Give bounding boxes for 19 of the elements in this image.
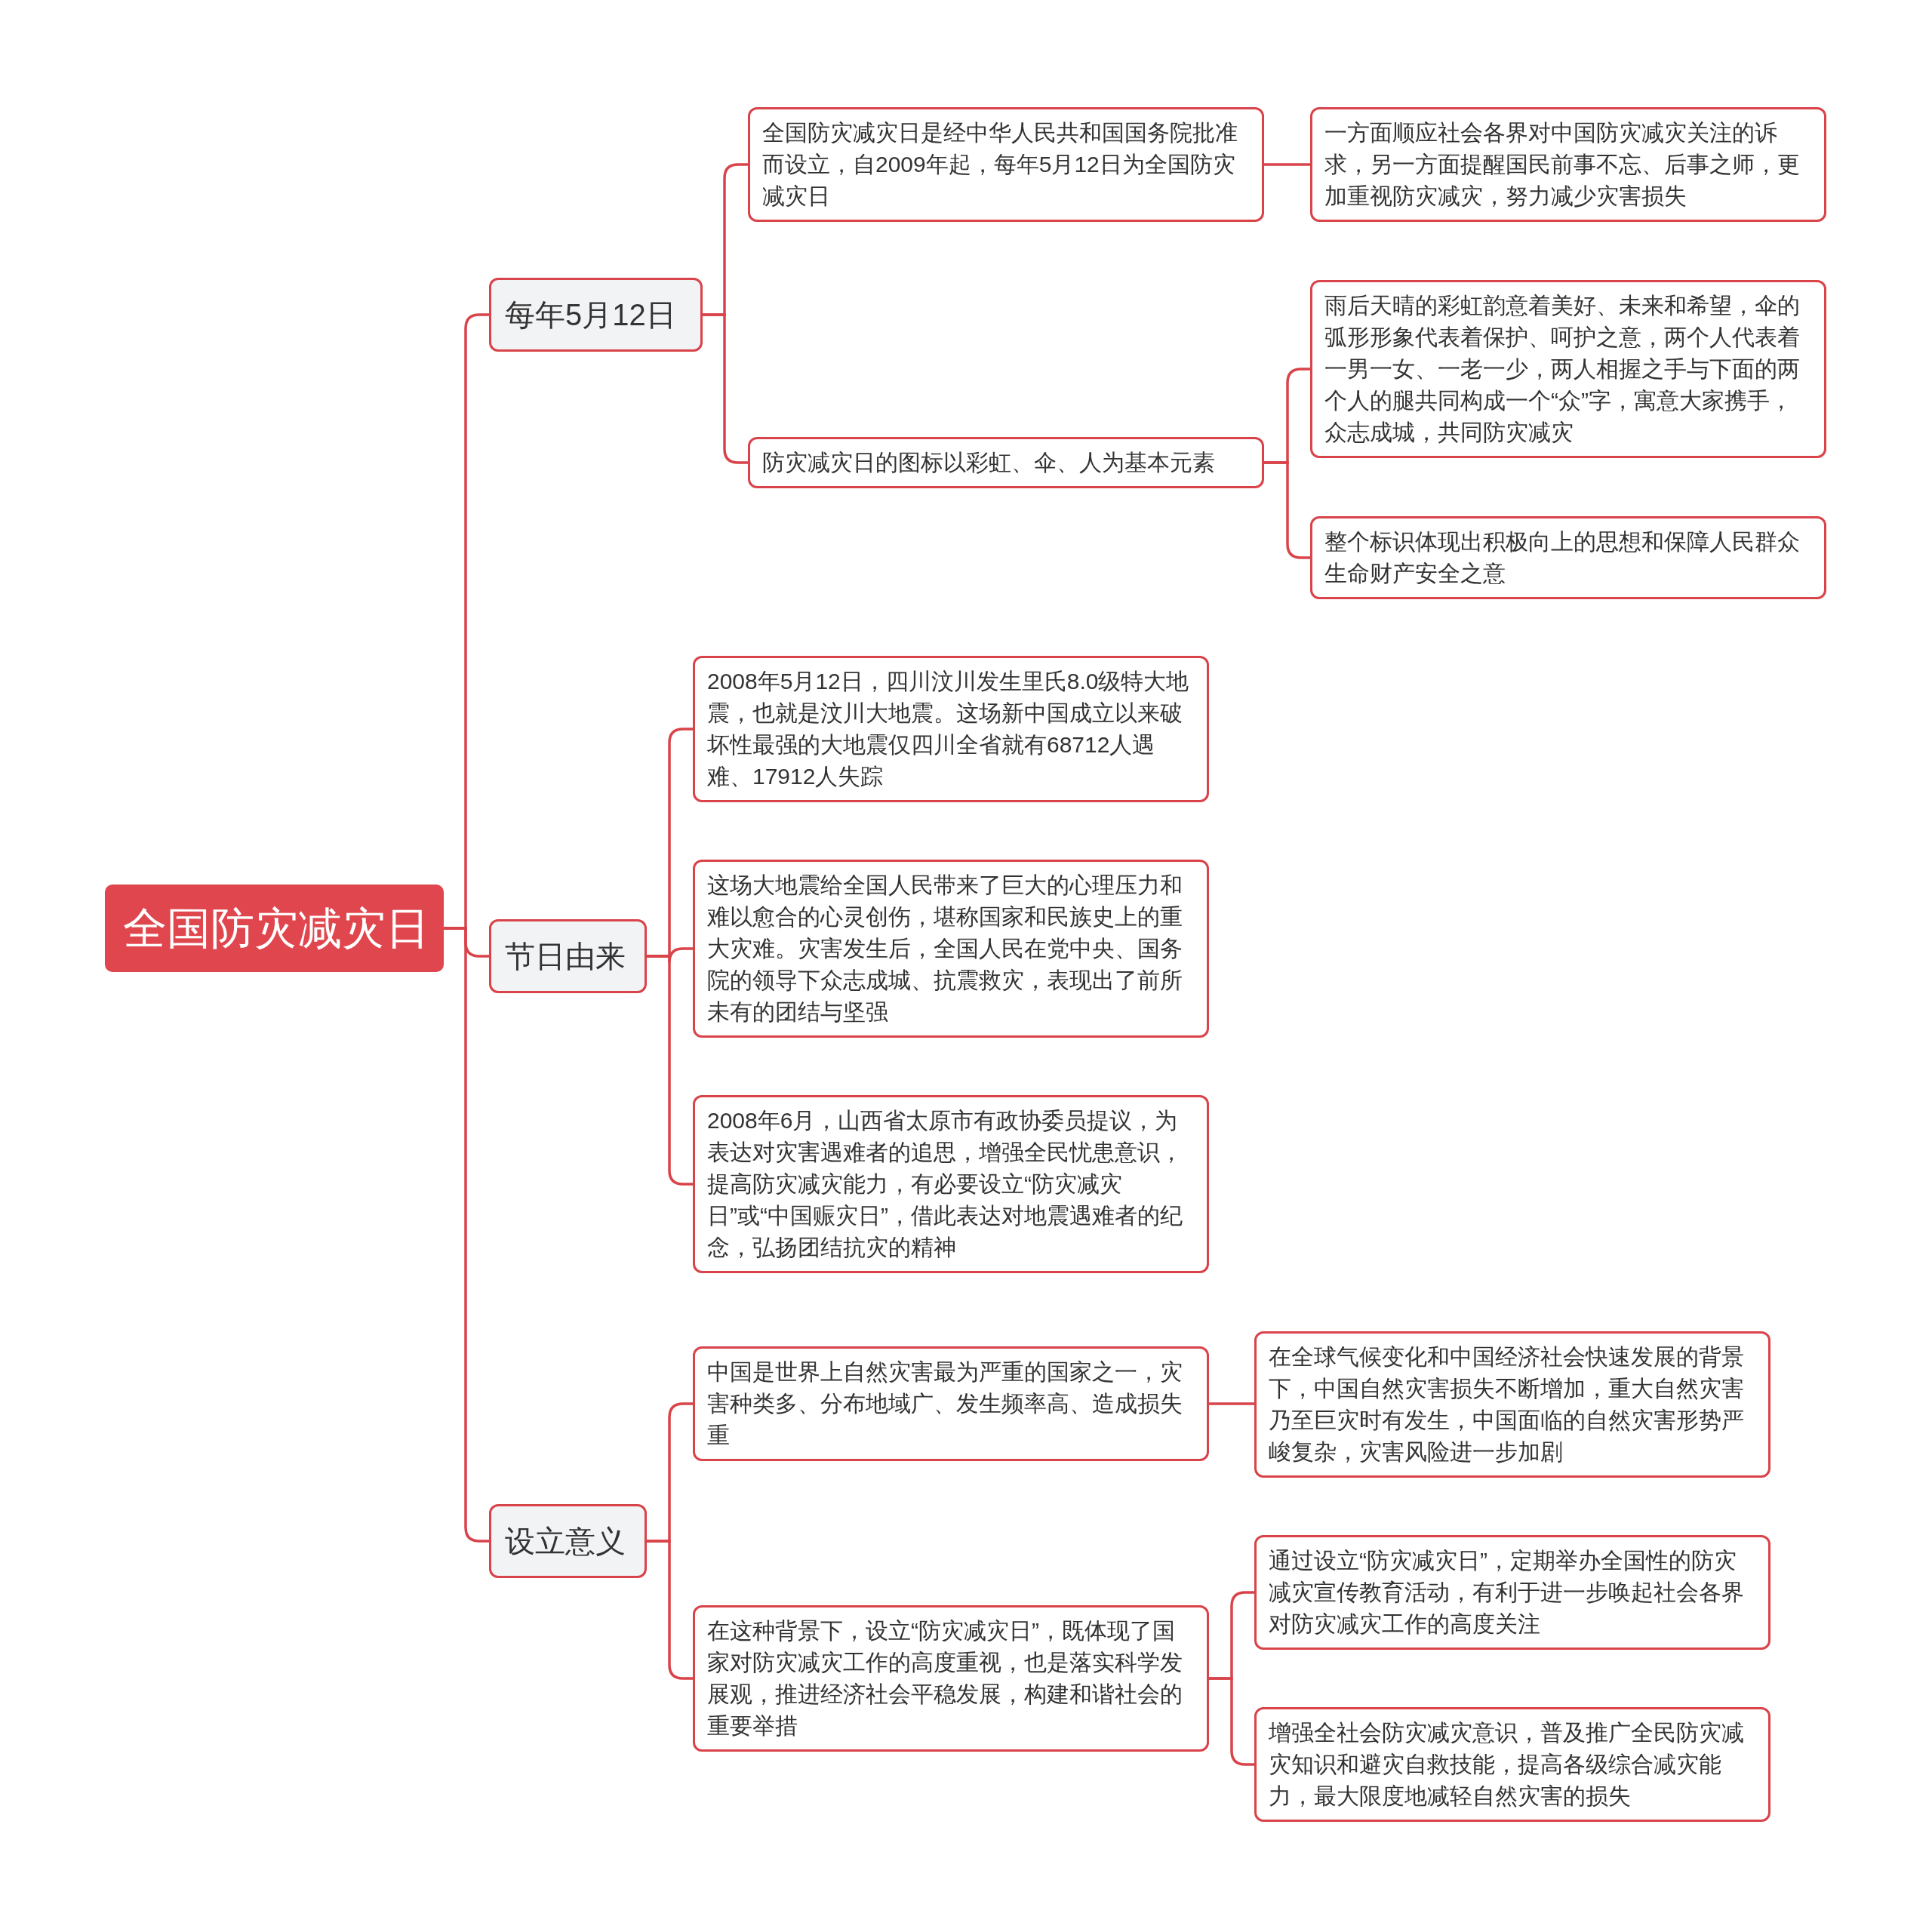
subtopic-box: 增强全社会防灾减灾意识，普及推广全民防灾减灾知识和避灾自救技能，提高各级综合减灾能力，最大限度地减轻自然灾害的损失: [1254, 1707, 1770, 1822]
subtopic-box: 整个标识体现出积极向上的思想和保障人民群众生命财产安全之意: [1310, 516, 1826, 599]
subtopic-box: 通过设立“防灾减灾日”，定期举办全国性的防灾减灾宣传教育活动，有利于进一步唤起社会各界对防灾减灾工作的高度关注: [1254, 1535, 1770, 1650]
subtopic-box: 在这种背景下，设立“防灾减灾日”，既体现了国家对防灾减灾工作的高度重视，也是落实科学发展观，推进经济社会平稳发展，构建和谐社会的重要举措: [693, 1605, 1209, 1752]
subtopic-box: 2008年6月，山西省太原市有政协委员提议，为表达对灾害遇难者的追思，增强全民忧患意识，提高防灾减灾能力，有必要设立“防灾减灾日”或“中国赈灾日”，借此表达对地震遇难者的纪念，弘扬团结抗灾的精神: [693, 1095, 1209, 1273]
subtopic-box: 全国防灾减灾日是经中华人民共和国国务院批准而设立，自2009年起，每年5月12日为全国防灾减灾日: [748, 107, 1264, 222]
subtopic-box: 一方面顺应社会各界对中国防灾减灾关注的诉求，另一方面提醒国民前事不忘、后事之师，更加重视防灾减灾，努力减少灾害损失: [1310, 107, 1826, 222]
subtopic-box: 2008年5月12日，四川汶川发生里氏8.0级特大地震，也就是汶川大地震。这场新中国成立以来破坏性最强的大地震仅四川全省就有68712人遇难、17912人失踪: [693, 656, 1209, 802]
branch-topic: 节日由来: [489, 919, 647, 993]
subtopic-box: 在全球气候变化和中国经济社会快速发展的背景下，中国自然灾害损失不断增加，重大自然灾害乃至巨灾时有发生，中国面临的自然灾害形势严峻复杂，灾害风险进一步加剧: [1254, 1331, 1770, 1478]
connector-line: [1264, 163, 1310, 166]
subtopic-box: 雨后天晴的彩虹韵意着美好、未来和希望，伞的弧形形象代表着保护、呵护之意，两个人代表着一男一女、一老一少，两人相握之手与下面的两个人的腿共同构成一个“众”字，寓意大家携手，众志成城，共同防灾减灾: [1310, 280, 1826, 458]
subtopic-box: 防灾减灾日的图标以彩虹、伞、人为基本元素: [748, 437, 1264, 488]
subtopic-box: 中国是世界上自然灾害最为严重的国家之一，灾害种类多、分布地域广、发生频率高、造成损失重: [693, 1346, 1209, 1461]
branch-topic: 每年5月12日: [489, 278, 703, 352]
subtopic-box: 这场大地震给全国人民带来了巨大的心理压力和难以愈合的心灵创伤，堪称国家和民族史上的重大灾难。灾害发生后，全国人民在党中央、国务院的领导下众志成城、抗震救灾，表现出了前所未有的团结与坚强: [693, 860, 1209, 1038]
branch-topic: 设立意义: [489, 1504, 647, 1578]
root-topic: 全国防灾减灾日: [105, 885, 444, 972]
connector-line: [1209, 1402, 1254, 1405]
